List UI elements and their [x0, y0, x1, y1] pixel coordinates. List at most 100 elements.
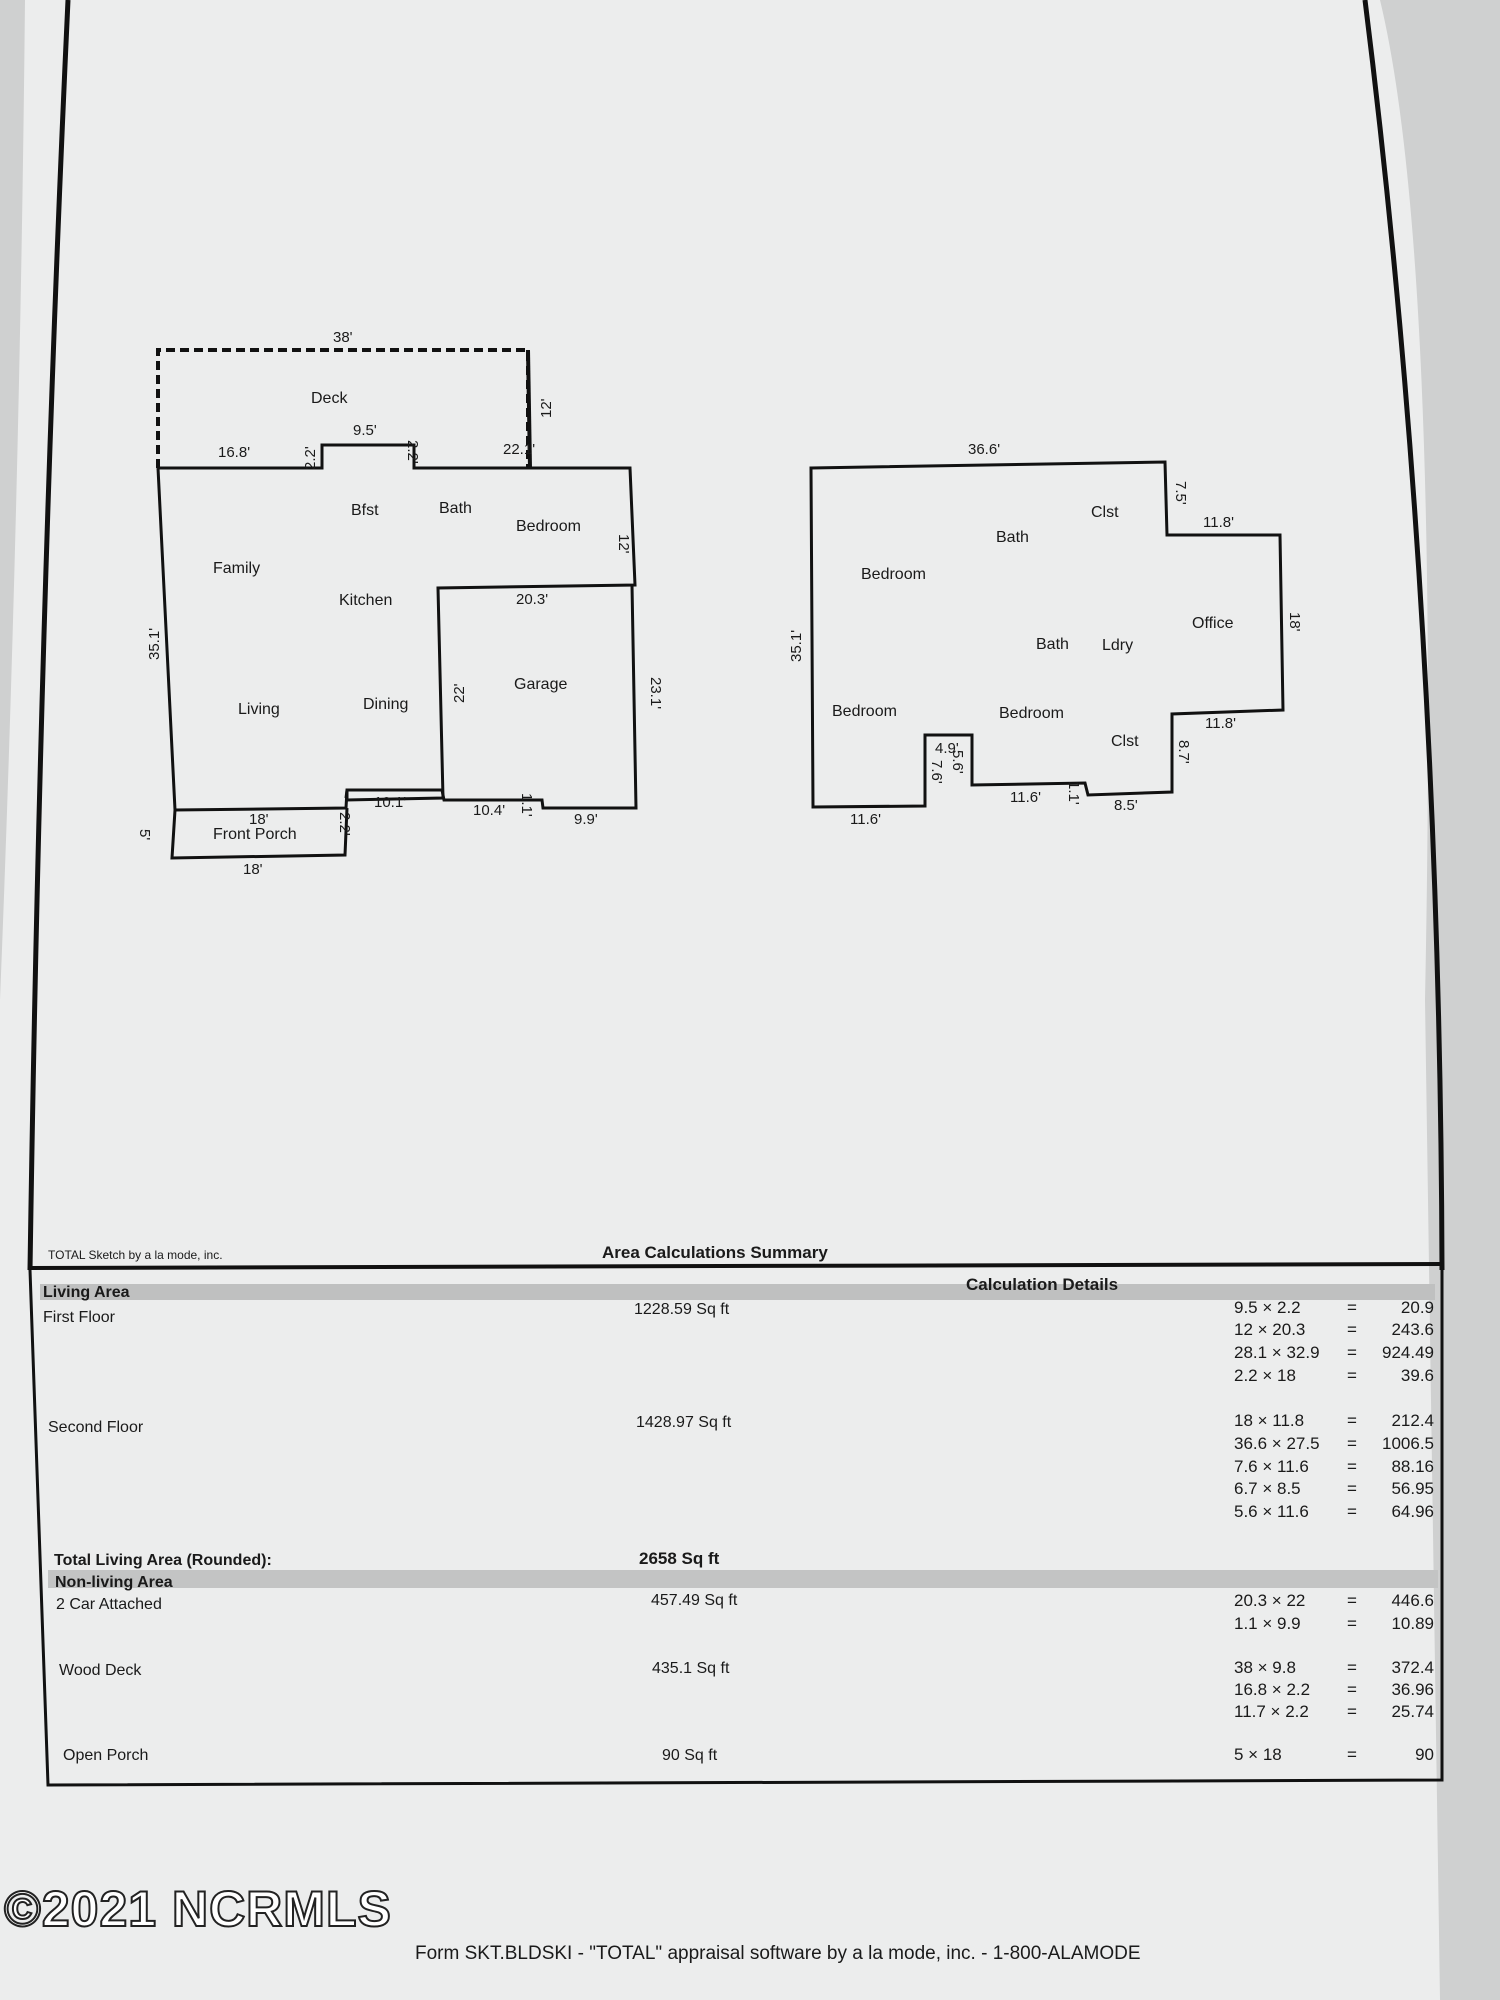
room-garage: Garage — [514, 676, 568, 693]
dim-porch-step: 2.2' — [336, 812, 353, 836]
dim2-clst-side: 8.7' — [1175, 740, 1192, 764]
calc-expr: 5.6 × 11.6 — [1234, 1502, 1309, 1521]
second-floor-outline — [809, 460, 1285, 809]
room-front-porch: Front Porch — [213, 826, 297, 843]
calc-expr: 5 × 18 — [1234, 1745, 1282, 1764]
dim2-bottom-right: 8.5' — [1114, 797, 1138, 814]
dim2-office-bottom: 11.8' — [1205, 715, 1236, 732]
calc-expr: 16.8 × 2.2 — [1234, 1680, 1311, 1699]
calc-result: 39.6 — [1400, 1366, 1434, 1385]
calc-expr: 7.6 × 11.6 — [1234, 1457, 1309, 1476]
summary-table-box — [28, 1264, 1444, 1787]
living-area-header-bar — [40, 1284, 1435, 1300]
dim-deck-right-seg: 22.1' — [503, 441, 536, 458]
room2-office: Office — [1192, 615, 1234, 632]
wood-deck-label: Wood Deck — [59, 1662, 142, 1679]
second-floor-area: 1428.97 Sq ft — [636, 1414, 732, 1431]
calc-eq: = — [1347, 1479, 1357, 1498]
calc-result: 36.96 — [1391, 1680, 1434, 1699]
form-footer: Form SKT.BLDSKI - "TOTAL" appraisal soft… — [415, 1943, 1141, 1964]
calc-result: 10.89 — [1391, 1614, 1434, 1633]
room2-bedroom-b: Bedroom — [832, 703, 897, 720]
calc-result: 64.96 — [1391, 1502, 1434, 1521]
dim-garage-top: 20.3' — [516, 591, 549, 608]
dim2-step: 1.1' — [1065, 781, 1082, 805]
calc-eq: = — [1347, 1457, 1357, 1476]
calc-result: 90 — [1415, 1745, 1434, 1764]
page-border-left — [27, 0, 71, 1271]
calc-expr: 1.1 × 9.9 — [1234, 1614, 1301, 1633]
room-bfst: Bfst — [351, 502, 379, 519]
dim-garage-bottom-left: 10.4' — [473, 802, 506, 819]
first-floor-area: 1228.59 Sq ft — [634, 1301, 730, 1318]
calc-eq: = — [1347, 1502, 1357, 1521]
open-porch-area: 90 Sq ft — [662, 1747, 718, 1764]
dim-deck-left: 16.8' — [218, 444, 251, 461]
ncrmls-watermark: ©2021 NCRMLS — [3, 1880, 392, 1938]
calc-eq: = — [1347, 1614, 1357, 1633]
dim2-office-right: 18' — [1286, 612, 1303, 632]
dim2-bottom-left: 11.6' — [850, 811, 881, 828]
dim-deck-top: 38' — [333, 329, 353, 346]
calc-result: 446.6 — [1391, 1591, 1434, 1610]
dim-porch-step-w: 10.1' — [374, 794, 407, 811]
dim-right-upper: 12' — [615, 534, 632, 554]
dim-deck-notch: 9.5' — [353, 422, 377, 439]
dim2-notch-b: 7.6' — [928, 760, 945, 784]
calc-expr: 6.7 × 8.5 — [1234, 1479, 1301, 1498]
dim-porch-top: 18' — [249, 811, 269, 828]
wood-deck-area: 435.1 Sq ft — [652, 1660, 730, 1677]
calc-expr: 38 × 9.8 — [1234, 1658, 1296, 1677]
dim-deck-notch-right: 2.2' — [404, 440, 421, 464]
dim-garage-right: 23.1' — [647, 677, 664, 710]
room-bath: Bath — [439, 500, 472, 517]
calc-expr: 20.3 × 22 — [1234, 1591, 1306, 1610]
calc-eq: = — [1347, 1702, 1357, 1721]
calc-result: 25.74 — [1391, 1702, 1434, 1721]
calc-expr: 12 × 20.3 — [1234, 1320, 1306, 1339]
calc-result: 372.4 — [1391, 1658, 1434, 1677]
deck-label: Deck — [311, 390, 348, 407]
room2-clst-b: Clst — [1111, 733, 1139, 750]
calc-eq: = — [1347, 1366, 1357, 1385]
sketch-credit: TOTAL Sketch by a la mode, inc. — [48, 1248, 223, 1262]
total-living-value: 2658 Sq ft — [639, 1549, 720, 1568]
dim2-notch-top: 7.5' — [1172, 481, 1189, 505]
garage-label: 2 Car Attached — [56, 1596, 162, 1613]
dim-porch-side: 5' — [136, 829, 153, 841]
second-floor-label: Second Floor — [48, 1419, 144, 1436]
dim2-top: 36.6' — [968, 441, 1001, 458]
dim2-left: 35.1' — [788, 629, 805, 662]
calc-result: 56.95 — [1391, 1479, 1434, 1498]
calculation-details-header: Calculation Details — [966, 1275, 1119, 1294]
dim-garage-step: 1.1' — [518, 793, 535, 817]
calc-eq: = — [1347, 1434, 1357, 1453]
room2-bedroom-a: Bedroom — [861, 566, 926, 583]
room-living: Living — [238, 701, 280, 718]
room2-bedroom-c: Bedroom — [999, 705, 1064, 722]
room-kitchen: Kitchen — [339, 592, 393, 609]
non-living-header-bar — [48, 1570, 1438, 1588]
calc-eq: = — [1347, 1680, 1357, 1699]
calc-eq: = — [1347, 1411, 1357, 1430]
dim-garage-bottom-right: 9.9' — [574, 811, 598, 828]
dim-deck-right: 12' — [538, 398, 555, 418]
summary-title: Area Calculations Summary — [602, 1243, 828, 1262]
calc-eq: = — [1347, 1658, 1357, 1677]
garage-area: 457.49 Sq ft — [651, 1592, 738, 1609]
dim2-office-top: 11.8' — [1203, 514, 1234, 531]
calc-eq: = — [1347, 1298, 1357, 1317]
dim-left: 35.1' — [146, 627, 163, 660]
room-family: Family — [213, 560, 261, 577]
calc-expr: 9.5 × 2.2 — [1234, 1298, 1301, 1317]
open-porch-label: Open Porch — [63, 1747, 149, 1764]
room2-bath-b: Bath — [1036, 636, 1069, 653]
dim-porch-bottom: 18' — [243, 861, 263, 878]
calc-eq: = — [1347, 1343, 1357, 1362]
dim2-notch-a: 4.9' — [935, 740, 959, 757]
room-dining: Dining — [363, 696, 409, 713]
room2-ldry: Ldry — [1102, 637, 1134, 654]
calc-eq: = — [1347, 1745, 1357, 1764]
dim2-notch-c: 5.6' — [949, 750, 966, 774]
